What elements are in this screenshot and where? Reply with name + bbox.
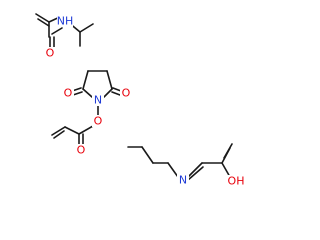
bond [51,27,63,35]
bond [167,162,179,178]
bond [79,23,94,33]
structure-canvas: NH O O O N O O [35,13,245,188]
bond [72,91,83,96]
atom-oxygen: O [122,87,131,100]
bond [78,125,94,135]
bond [82,70,89,90]
atom-oxygen: O [64,87,73,100]
bond [35,13,50,23]
bond [141,146,154,164]
bond [223,143,233,159]
bond [111,91,121,96]
bond [221,162,231,178]
bond [103,88,113,98]
bond [187,162,203,178]
bond [64,126,80,135]
molecule-n-acryloxysuccinimide: O O N O O [51,70,132,157]
bond [112,87,122,92]
atom-oxygen-oh: OH [228,175,245,188]
molecule-n-isopropylacrylamide: NH O [35,13,94,60]
bond [187,166,204,181]
atom-oxygen: O [46,47,55,60]
atom-oxygen: O [94,115,103,128]
atom-nitrogen: N [94,94,102,107]
bond [82,88,93,98]
atom-nitrogen-nh: NH [57,15,74,28]
bond [106,70,113,90]
bond [37,18,50,27]
bond [51,126,66,136]
bond [53,130,65,139]
molecule-n-butylacrylamide: N OH [127,143,245,188]
atom-nitrogen: N [179,174,187,187]
atom-oxygen: O [77,144,86,157]
